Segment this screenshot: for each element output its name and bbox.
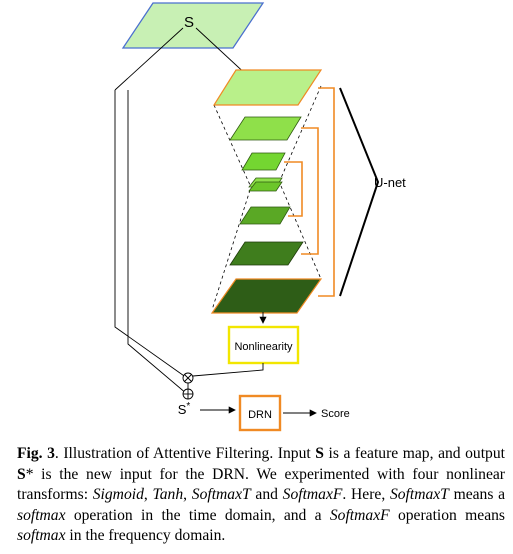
- skip-bracket-2: [301, 127, 319, 255]
- caption-segment: SoftmaxT: [389, 486, 449, 503]
- caption-segment: softmax: [17, 506, 66, 524]
- output-label: S*: [178, 401, 191, 417]
- unet-layer-1: [212, 69, 323, 106]
- unet-funnel-lines: [211, 85, 322, 311]
- unet-layer-3: [241, 152, 286, 171]
- skip-connection-outer-top: [114, 27, 184, 91]
- caption-segment: Tanh: [152, 486, 184, 503]
- skip-bracket-outer: [318, 87, 335, 297]
- drn-box: [238, 394, 282, 432]
- unet-skip-brackets: [284, 87, 335, 297]
- nonlinearity-label: Nonlinearity: [234, 341, 293, 353]
- input-feature-map: [121, 2, 265, 49]
- caption-segment: S: [315, 445, 324, 462]
- unet-layer-4b: [248, 181, 283, 192]
- caption-segment: Fig. 3: [17, 445, 55, 462]
- skip-connection-inner: [127, 90, 188, 395]
- add-node: [182, 388, 194, 400]
- caption-segment: SoftmaxT: [191, 486, 251, 503]
- multiply-node: [182, 372, 194, 384]
- nonlinearity-box: [227, 325, 300, 365]
- caption-segment: ,: [143, 486, 153, 503]
- unet-layer-7: [210, 278, 323, 314]
- nonlinearity-to-multiply-line: [192, 363, 264, 377]
- caption-segment: SoftmaxF: [329, 506, 390, 524]
- unet-layer-2: [229, 116, 302, 141]
- unet-layers: [210, 69, 323, 314]
- input-label: S: [184, 14, 194, 31]
- unet-layer-5: [239, 206, 291, 225]
- figure-caption: Fig. 3. Illustration of Attentive Filter…: [17, 444, 505, 547]
- caption-segment: operation means: [389, 506, 505, 524]
- attentive-filtering-diagram: S U-net Nonlinearity: [114, 2, 406, 432]
- caption-segment: S: [17, 465, 26, 483]
- caption-segment: . Here,: [342, 486, 390, 503]
- score-label: Score: [321, 408, 350, 420]
- caption-segment: * is the new input for the DRN. We exper…: [17, 465, 505, 504]
- caption-segment: and: [250, 486, 283, 503]
- drn-label: DRN: [248, 409, 272, 421]
- skip-bracket-3: [284, 161, 303, 217]
- caption-segment: SoftmaxF: [282, 486, 343, 503]
- caption-segment: operation in the time domain, and a: [65, 506, 330, 524]
- unet-layer-6: [229, 241, 304, 266]
- unet-label: U-net: [374, 175, 406, 190]
- skip-connection-outer: [114, 90, 188, 379]
- caption-segment: ,: [183, 486, 192, 503]
- caption-segment: Sigmoid: [92, 486, 144, 503]
- caption-segment: means a: [448, 486, 506, 503]
- caption-segment: is a feature map, and output: [323, 445, 505, 462]
- caption-segment: in the frequency domain.: [65, 527, 226, 544]
- unet-brace: [339, 87, 380, 297]
- caption-segment: . Illustration of Attentive Filtering. I…: [54, 445, 316, 462]
- caption-segment: softmax: [17, 527, 66, 544]
